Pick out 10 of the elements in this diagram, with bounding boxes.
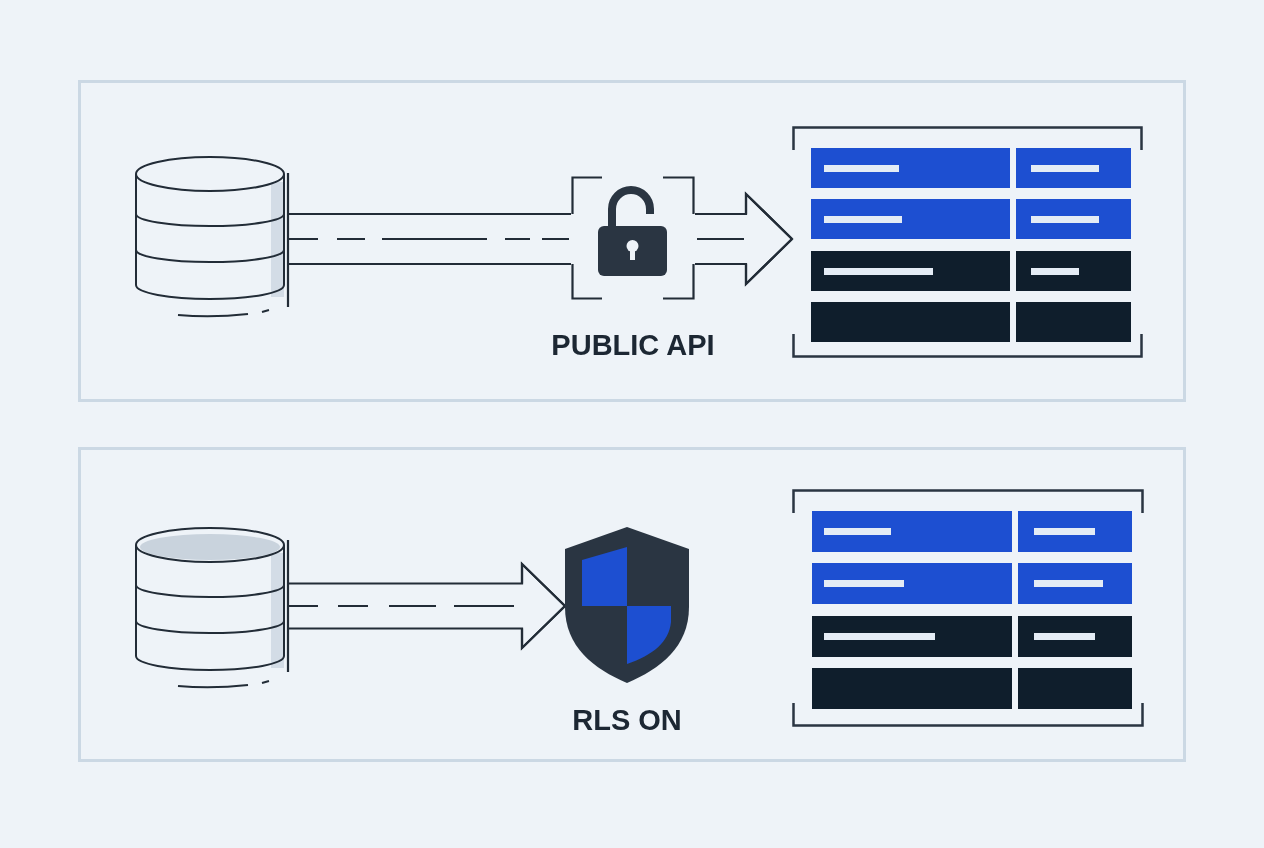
table-illustration (792, 126, 1143, 358)
panel-frame (78, 447, 1186, 762)
hollow-arrow (693, 191, 794, 287)
node-caption: PUBLIC API (551, 331, 715, 360)
panel-frame (78, 80, 1186, 402)
hollow-arrow (286, 538, 567, 674)
table-illustration (792, 489, 1144, 727)
node-caption: RLS ON (572, 706, 682, 735)
shield-icon (565, 527, 689, 683)
hollow-arrow (286, 171, 573, 309)
